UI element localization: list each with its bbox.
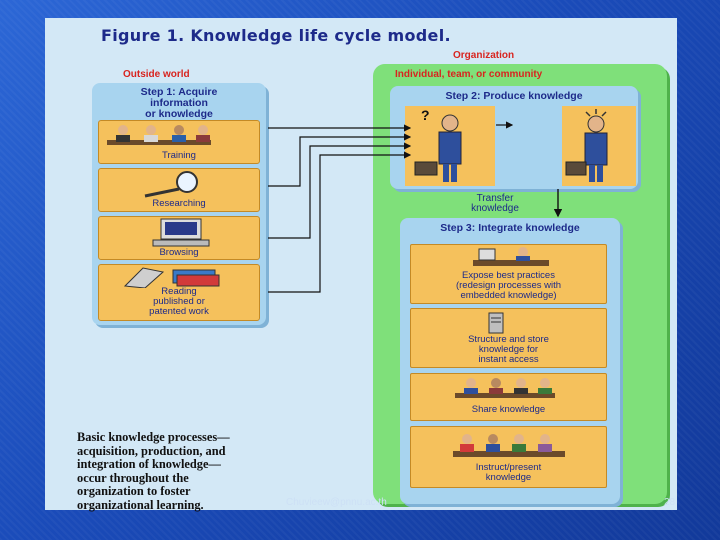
step3-card-label-line: Structure and store	[468, 334, 549, 345]
step1-card-label: Reading published or patented work	[99, 287, 259, 317]
step3-card-label: Structure and store knowledge for instan…	[411, 335, 606, 365]
step1-card-label-line: patented work	[149, 306, 209, 317]
caption-text: Basic knowledge processes— acquisition, …	[77, 430, 312, 512]
idea-worker-illustration	[562, 106, 636, 186]
knowledge-life-cycle-figure: Figure 1. Knowledge life cycle model. Or…	[45, 18, 677, 512]
step3-card-structure-and-store: Structure and store knowledge for instan…	[410, 308, 607, 368]
step1-card-label-line: published or	[153, 296, 205, 307]
worker-icon	[414, 114, 462, 182]
group-label: Individual, team, or community	[395, 69, 543, 80]
step1-card-label: Browsing	[159, 247, 199, 258]
step1-card-browsing: Browsing	[98, 216, 260, 260]
caption-line: occur throughout the	[77, 470, 189, 485]
step3-card-label-line: knowledge	[485, 472, 532, 483]
step2-title: Step 2: Produce knowledge	[445, 90, 583, 102]
step3-card-instruct-present: Instruct/present knowledge	[410, 426, 607, 488]
caption-line: organizational learning.	[77, 497, 204, 512]
question-mark: ?	[421, 107, 430, 123]
step3-panel: Step 3: Integrate knowledge Expose best …	[400, 218, 620, 504]
step3-card-expose-best-practices: Expose best practices (redesign processe…	[410, 244, 607, 304]
step1-card-training: Training	[98, 120, 260, 164]
presentation-illustration	[453, 434, 565, 457]
step1-title-line: or knowledge	[145, 108, 213, 120]
step1-panel: Step 1: Acquire information or knowledge…	[92, 83, 266, 325]
server-illustration	[488, 312, 504, 334]
books-illustration	[123, 267, 220, 288]
step1-title-line: information	[150, 97, 208, 109]
step3-card-label-line: Expose best practices	[462, 270, 555, 281]
step3-card-label-line: (redesign processes with	[455, 280, 562, 291]
step3-card-label-line: embedded knowledge)	[460, 290, 557, 301]
magnifier-illustration	[144, 171, 198, 198]
footer-email: Chuvieew@pnnu.ac.th	[286, 497, 387, 508]
caption-line: Basic knowledge processes—	[77, 430, 230, 444]
caption-line: acquisition, production, and	[77, 443, 226, 458]
desk-worker-illustration	[473, 247, 549, 266]
thinking-worker-illustration: ?	[405, 106, 495, 186]
step1-card-label: Training	[162, 150, 196, 161]
step3-card-label: Expose best practices (redesign processe…	[411, 271, 606, 301]
training-illustration	[107, 125, 211, 145]
step3-card-label-line: knowledge for	[478, 344, 539, 355]
caption-line: organization to foster	[77, 484, 191, 498]
step1-card-reading: Reading published or patented work	[98, 264, 260, 321]
transfer-label-line: knowledge	[471, 203, 519, 214]
step1-card-researching: Researching	[98, 168, 260, 212]
step1-title-line: Step 1: Acquire	[140, 86, 218, 98]
organization-label: Organization	[453, 50, 515, 61]
step1-card-label: Researching	[152, 198, 206, 209]
page-number: 28	[664, 497, 676, 508]
transfer-label-line: Transfer	[476, 193, 514, 204]
step3-card-label-line: instant access	[478, 354, 539, 365]
meeting-illustration	[455, 378, 555, 398]
computer-illustration	[152, 218, 210, 247]
figure-title: Figure 1. Knowledge life cycle model.	[101, 26, 451, 45]
outside-world-label: Outside world	[123, 69, 190, 80]
step1-card-label-line: Reading	[161, 286, 197, 297]
step3-title: Step 3: Integrate knowledge	[440, 222, 580, 234]
worker-icon	[565, 109, 608, 182]
step3-card-label-line: Instruct/present	[475, 462, 542, 473]
step1-title: Step 1: Acquire information or knowledge	[92, 87, 266, 120]
step3-card-share-knowledge: Share knowledge	[410, 373, 607, 421]
transfer-knowledge-label: Transfer knowledge	[445, 194, 545, 214]
step3-card-label: Instruct/present knowledge	[411, 463, 606, 483]
step3-card-label: Share knowledge	[471, 404, 546, 415]
caption-line: integration of knowledge—	[77, 457, 221, 471]
step2-panel: Step 2: Produce knowledge ?	[390, 86, 638, 189]
